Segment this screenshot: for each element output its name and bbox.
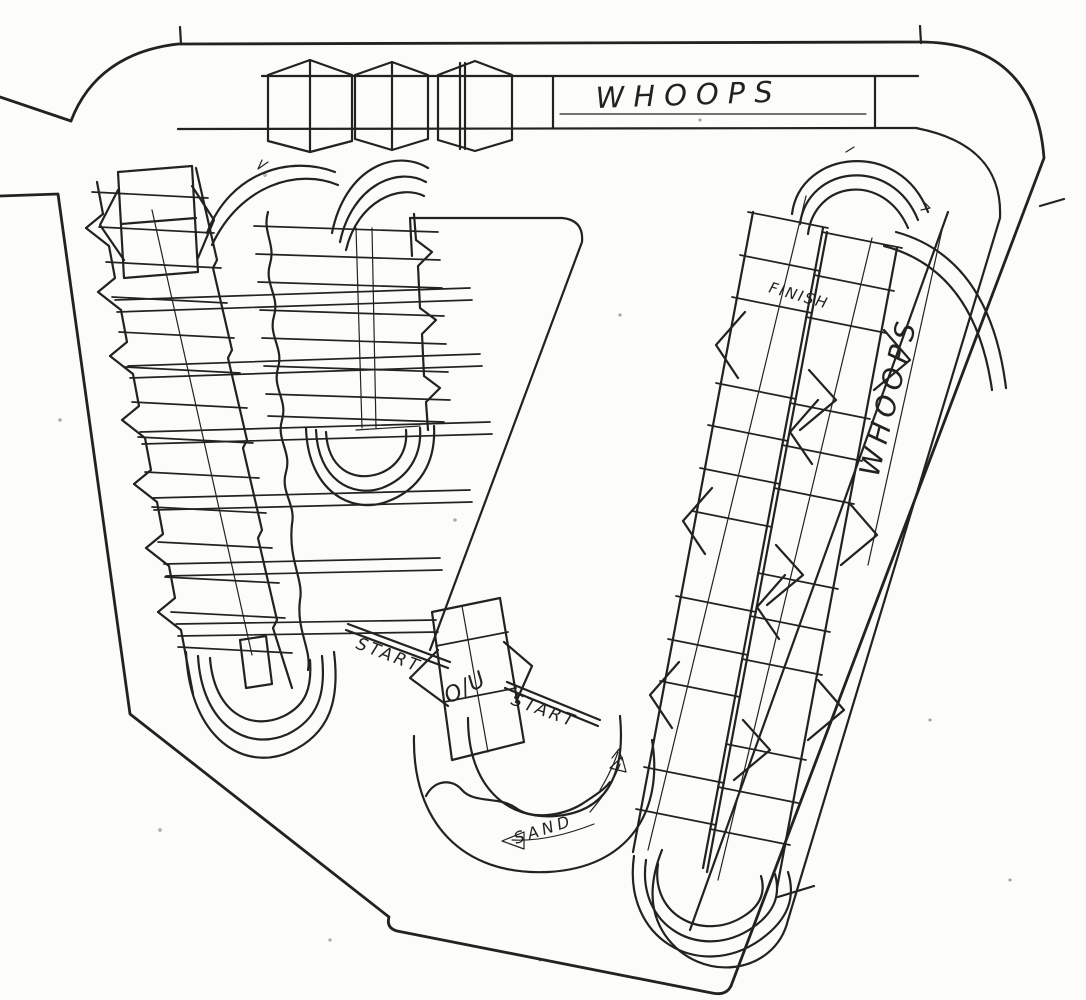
rlane1-spine xyxy=(647,195,807,851)
left-lane-1 xyxy=(84,164,337,759)
lane1-bottom-berm xyxy=(184,650,337,759)
lane2-spine xyxy=(355,227,421,431)
left-lane-2 xyxy=(114,210,493,672)
boundary-road-line-upper xyxy=(0,95,73,123)
rlane1-left-edge xyxy=(631,210,755,854)
inner-boundary-bottom-sweep xyxy=(651,848,790,969)
island-left-edge xyxy=(408,216,414,258)
rlane2-rungs xyxy=(709,231,903,846)
lane2-rungs xyxy=(253,225,451,423)
inner-corner-arc xyxy=(914,126,1002,220)
rlane2-right-edge xyxy=(775,246,899,890)
centre-island xyxy=(408,216,584,652)
direction-arrow-barb-2 xyxy=(845,146,931,211)
lane2-bottom-berm xyxy=(304,424,436,507)
band-line-inner xyxy=(688,210,950,932)
survey-tick-marks xyxy=(178,24,1066,899)
top-straight-lower-edge xyxy=(176,126,918,131)
right-lane-1 xyxy=(631,195,838,870)
overpass-bridge xyxy=(408,596,534,762)
top-jump-3 xyxy=(436,59,514,153)
lane1-top-jump xyxy=(98,164,216,280)
rlane1-side-peaks xyxy=(648,310,838,782)
label-box-dividers xyxy=(551,74,877,130)
right-whoops-underline xyxy=(867,229,943,566)
lane1-right-edge xyxy=(194,166,294,690)
start-area xyxy=(344,596,602,762)
lane2-right-edge xyxy=(412,212,442,432)
rlane2-spine xyxy=(717,237,873,881)
rlane1-rungs xyxy=(635,211,829,826)
island-outline xyxy=(408,216,584,652)
top-straight xyxy=(176,58,1002,969)
outer-boundary xyxy=(0,24,1066,996)
lane1-spine xyxy=(151,209,253,656)
sand-turn xyxy=(412,714,656,874)
sand-arrow-up-tail xyxy=(589,763,621,813)
sand-arrow-up-head xyxy=(609,756,627,773)
top-jump-1 xyxy=(266,58,354,154)
rlane2-left-edge xyxy=(705,230,829,874)
sand-arrow-left-tail xyxy=(511,823,595,841)
berm-crescent-left xyxy=(205,164,340,247)
right-whoops-band xyxy=(688,210,950,932)
sand-outer-arc xyxy=(412,734,656,874)
direction-arrow-barb xyxy=(257,159,269,170)
top-berm-crescents xyxy=(205,146,1008,392)
right-lane-2 xyxy=(631,230,912,958)
corner-berm-arcs xyxy=(882,230,1008,392)
rlane1-right-edge xyxy=(701,226,825,870)
sand-arrow-left-head xyxy=(501,831,525,850)
right-lanes-bottom-berm xyxy=(631,854,792,958)
paper-speckles xyxy=(58,118,1012,962)
top-jump-2 xyxy=(353,60,430,152)
lane1-spine-end-block xyxy=(238,634,274,690)
top-whoops-label: WHOOPS xyxy=(595,75,782,115)
sand-blob-edge xyxy=(424,780,612,817)
inner-right-boundary xyxy=(786,216,1002,922)
exit-arrow xyxy=(599,748,623,791)
boundary-bottom-left-edge xyxy=(0,192,733,996)
berm-crescent-right-lanes-top xyxy=(790,160,930,236)
lane1-left-zigzag-edge xyxy=(84,180,195,696)
sand-inner-arc xyxy=(466,714,622,818)
berm-crescent-mid xyxy=(330,159,430,252)
rlane2-side-peaks xyxy=(755,328,912,742)
